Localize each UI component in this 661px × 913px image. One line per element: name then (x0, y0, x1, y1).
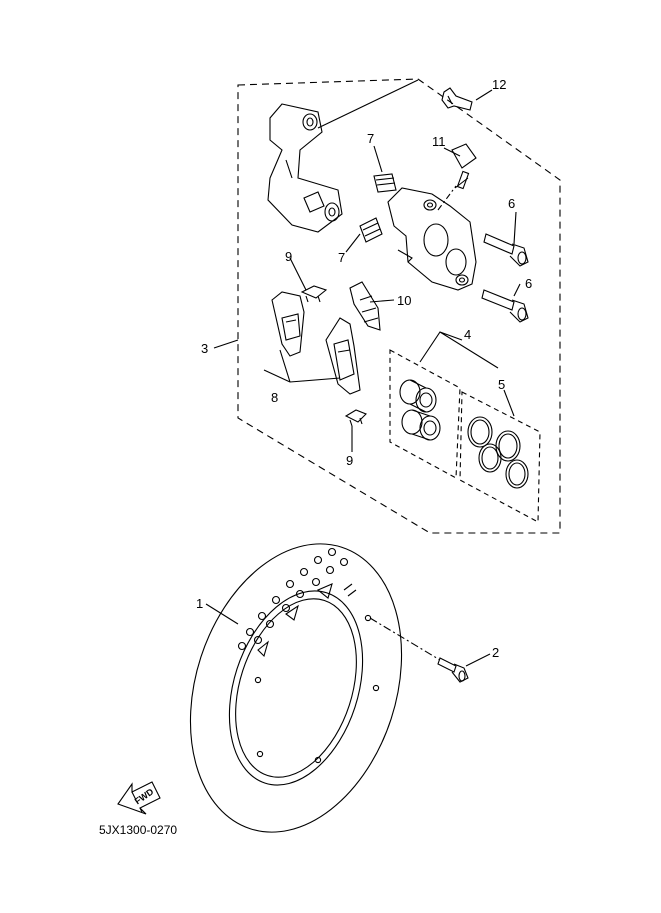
leader-6b (513, 283, 521, 297)
callout-8: 8 (271, 390, 278, 405)
leader-7b (345, 233, 361, 253)
fwd-arrow-icon (117, 781, 161, 815)
leader-4 (419, 331, 499, 369)
disc-bolt (437, 657, 469, 683)
leader-3 (213, 339, 239, 349)
callout-3: 3 (201, 341, 208, 356)
brake-disc (189, 543, 403, 833)
seal-group-boundary (459, 391, 541, 523)
caliper-body (387, 187, 477, 291)
leader-5 (503, 389, 515, 417)
callout-11: 11 (432, 134, 446, 149)
boot-upper (373, 173, 397, 193)
callout-9a: 9 (285, 249, 292, 264)
caliper-bracket (267, 103, 343, 233)
caliper-assembly-boundary (237, 78, 561, 534)
callout-7b: 7 (338, 250, 345, 265)
pin-bolt-upper (483, 233, 529, 267)
leader-12 (475, 89, 493, 101)
pad-spring-lower (344, 409, 367, 427)
callout-5: 5 (498, 377, 505, 392)
leader-8 (263, 349, 341, 383)
leader-bracket-to-12 (317, 79, 419, 129)
bolt-12 (441, 87, 473, 111)
leader-9a (289, 257, 307, 291)
callout-6b: 6 (525, 276, 532, 291)
pad-lower (325, 317, 361, 395)
bleed-screw (451, 143, 477, 190)
piston-lower (401, 409, 441, 441)
callout-6a: 6 (508, 196, 515, 211)
callout-1: 1 (196, 596, 203, 611)
callout-4: 4 (464, 327, 471, 342)
catalog-code: 5JX1300-0270 (99, 823, 178, 837)
leader-2 (465, 653, 491, 667)
callout-12: 12 (492, 77, 506, 92)
callout-2: 2 (492, 645, 499, 660)
leader-7a (373, 145, 383, 173)
centerline-disc-bolt (369, 617, 441, 661)
pin-bolt-lower (481, 289, 529, 323)
callout-7a: 7 (367, 131, 374, 146)
leader-1 (205, 603, 239, 625)
leader-10 (369, 299, 395, 303)
seals (467, 416, 529, 489)
disc-mounting-holes (254, 614, 380, 764)
piston-upper (399, 379, 437, 413)
disc-vent-holes (237, 547, 357, 658)
pad-spring-upper (300, 285, 328, 303)
centerline-bleed (437, 185, 457, 211)
pad-upper (271, 291, 305, 357)
callout-labels: 1 2 3 4 5 6 6 7 7 8 9 9 10 11 12 FWD (133, 77, 532, 806)
pad-support-10 (349, 281, 381, 331)
leader-11 (443, 147, 461, 157)
callout-9b: 9 (346, 453, 353, 468)
boot-lower (359, 217, 383, 243)
leader-6a (513, 211, 517, 245)
callout-10: 10 (397, 293, 411, 308)
